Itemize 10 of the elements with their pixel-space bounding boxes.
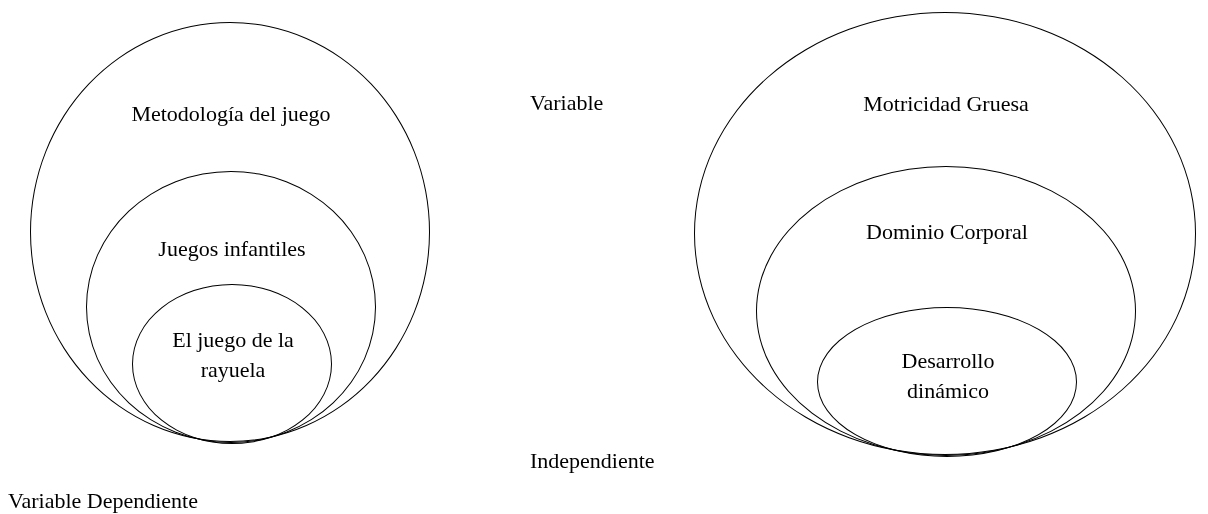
ellipse-label: Desarrollo dinámico xyxy=(900,347,996,405)
ellipse-label: Juegos infantiles xyxy=(157,235,307,263)
ellipse-label: El juego de la rayuela xyxy=(171,326,295,384)
variable-label: Independiente xyxy=(530,448,655,474)
ellipse-label: Dominio Corporal xyxy=(865,218,1029,246)
ellipse-label: Metodología del juego xyxy=(130,100,332,128)
variable-label: Variable Dependiente xyxy=(8,488,198,514)
ellipse xyxy=(694,12,1196,455)
variable-label: Variable xyxy=(530,90,604,116)
ellipse-label: Motricidad Gruesa xyxy=(862,90,1030,118)
